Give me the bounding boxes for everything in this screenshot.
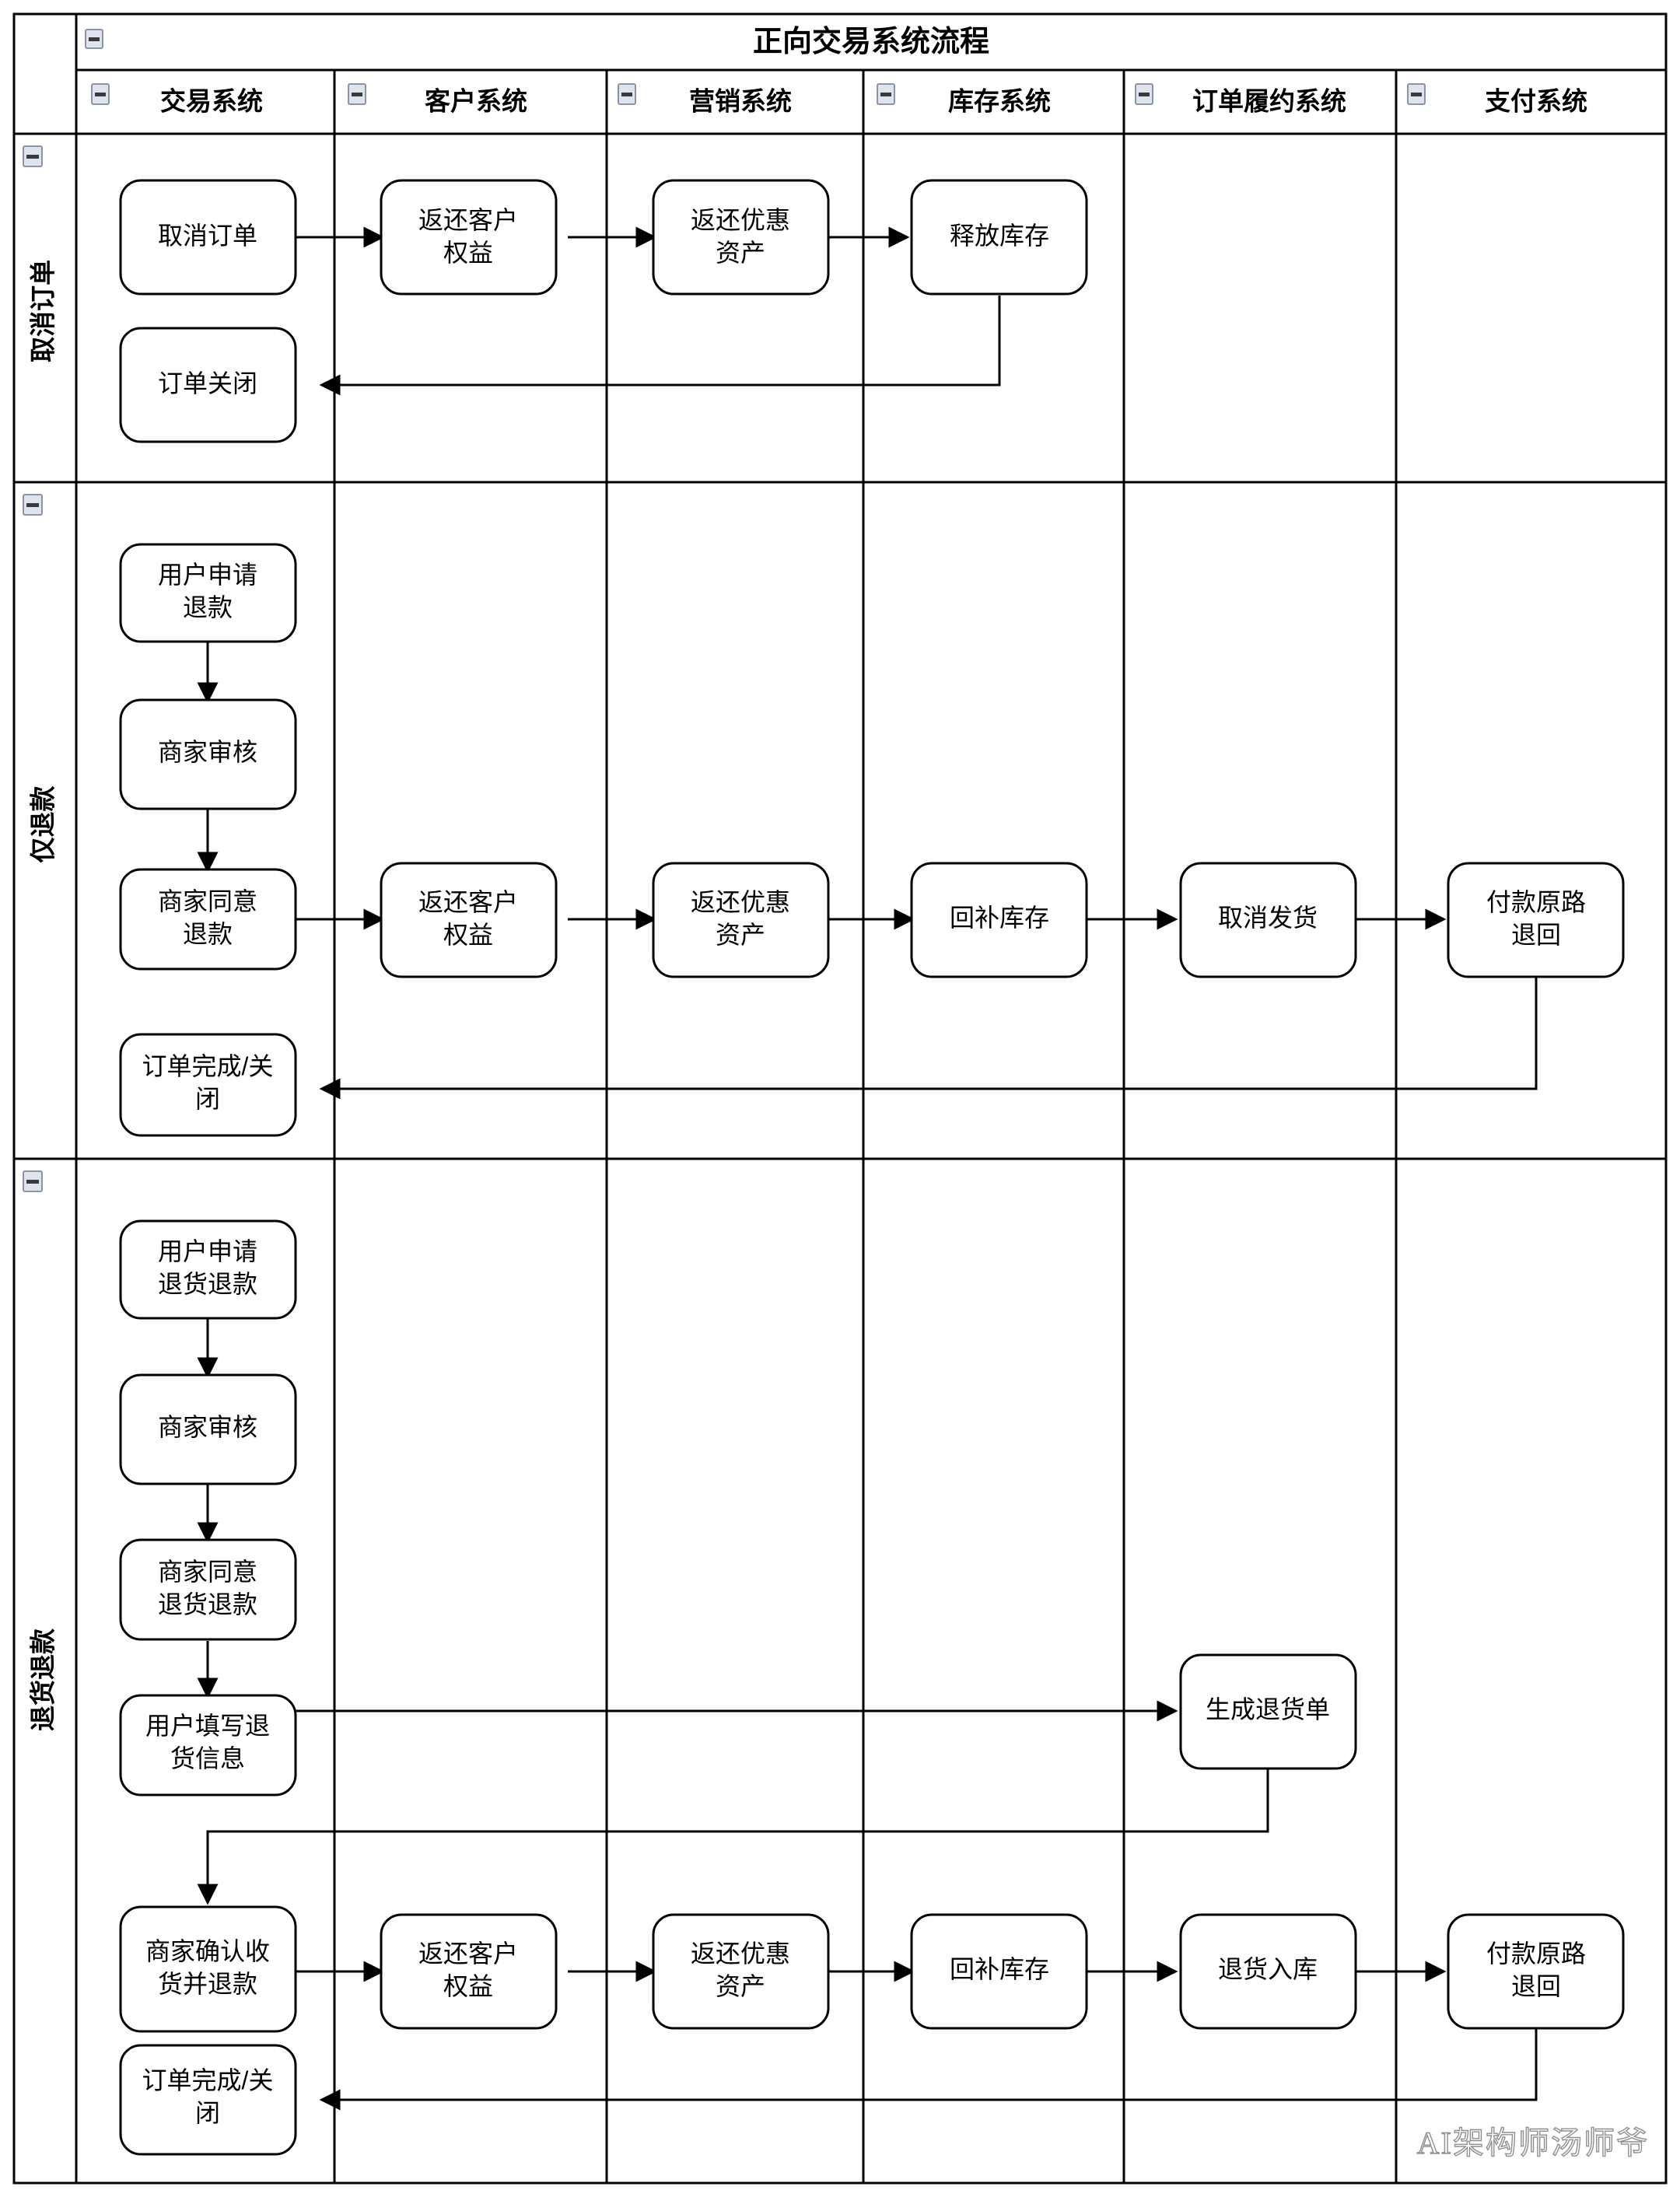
node-return-customer-benefits-2[interactable]: 返还客户权益: [380, 862, 558, 978]
column-header-marketing: 营销系统: [689, 87, 792, 116]
node-order-closed[interactable]: 订单关闭: [119, 327, 297, 443]
lane-header-refund-only[interactable]: 仅退款: [23, 494, 58, 863]
node-order-complete-closed-2[interactable]: 订单完成/关闭: [119, 2044, 297, 2156]
lane-collapse-icon-cancel-order[interactable]: [23, 145, 43, 167]
node-order-complete-closed-1[interactable]: 订单完成/关闭: [119, 1033, 297, 1137]
node-label: 取消发货: [1218, 904, 1318, 932]
node-create-return-order[interactable]: 生成退货单: [1179, 1653, 1357, 1770]
node-label: 商家同意退款: [158, 887, 257, 948]
node-return-customer-benefits-1[interactable]: 返还客户权益: [380, 179, 558, 296]
node-label: 回补库存: [950, 904, 1049, 932]
column-collapse-icon-payment[interactable]: [1407, 83, 1426, 105]
node-return-customer-benefits-3[interactable]: 返还客户权益: [380, 1913, 558, 2030]
node-label: 释放库存: [950, 222, 1049, 250]
node-label: 付款原路退回: [1486, 1940, 1586, 2000]
node-user-request-refund[interactable]: 用户申请退款: [119, 543, 297, 643]
node-label: 用户申请退款: [158, 561, 257, 621]
lane-header-cancel-order[interactable]: 取消订单: [23, 145, 58, 362]
column-collapse-icon-inventory[interactable]: [877, 83, 895, 105]
column-header-inventory: 库存系统: [948, 87, 1051, 116]
node-label: 订单完成/关闭: [142, 1052, 274, 1113]
node-label: 取消订单: [158, 222, 257, 250]
column-collapse-icon-customer[interactable]: [348, 83, 366, 105]
node-merchant-agree-return-refund[interactable]: 商家同意退货退款: [119, 1538, 297, 1641]
node-label: 商家审核: [158, 1413, 257, 1441]
node-merchant-agree-refund[interactable]: 商家同意退款: [119, 868, 297, 971]
edge-n25-n26: [319, 2028, 1538, 2111]
node-restock-inventory-2[interactable]: 回补库存: [910, 1913, 1088, 2030]
node-label: 订单关闭: [158, 369, 257, 397]
lane-header-return-refund[interactable]: 退货退款: [23, 1170, 58, 1731]
node-label: 商家审核: [158, 738, 257, 766]
lane-label-refund-only: 仅退款: [29, 785, 58, 863]
column-header-customer: 客户系统: [425, 87, 527, 116]
pool-frame: [12, 12, 1668, 2185]
node-label: 用户填写退货信息: [145, 1712, 270, 1772]
node-label: 返还优惠资产: [691, 888, 790, 949]
node-label: 返还客户权益: [418, 206, 518, 267]
node-release-inventory[interactable]: 释放库存: [910, 179, 1088, 296]
lane-collapse-icon-return-refund[interactable]: [23, 1170, 43, 1192]
node-label: 商家同意退货退款: [158, 1558, 257, 1618]
lane-label-return-refund: 退货退款: [29, 1628, 58, 1731]
title-collapse-icon[interactable]: [85, 29, 103, 49]
column-collapse-icon-marketing[interactable]: [618, 83, 636, 105]
edge-n13-n14: [319, 977, 1538, 1100]
column-headers: 交易系统 客户系统 营销系统 库存系统 订单履约系统 支付系统: [91, 70, 1587, 2183]
node-merchant-review-1[interactable]: 商家审核: [119, 698, 297, 810]
node-refund-original-route-1[interactable]: 付款原路退回: [1447, 862, 1625, 978]
column-header-fulfillment: 订单履约系统: [1192, 87, 1346, 116]
watermark: AI架构师汤师爷: [1417, 2125, 1649, 2160]
column-header-payment: 支付系统: [1485, 87, 1587, 116]
node-return-promo-assets-1[interactable]: 返还优惠资产: [652, 179, 830, 296]
lane-body-cancel-order: 取消订单 返还客户权益 返还优惠资产 释放库存 订单关闭: [119, 179, 1088, 443]
node-refund-original-route-2[interactable]: 付款原路退回: [1447, 1913, 1625, 2030]
node-return-promo-assets-3[interactable]: 返还优惠资产: [652, 1913, 830, 2030]
node-label: 返还优惠资产: [691, 1940, 790, 2000]
node-label: 返还优惠资产: [691, 206, 790, 267]
column-header-trade: 交易系统: [160, 87, 263, 116]
column-header-band: [75, 68, 1668, 135]
node-user-fill-return-info[interactable]: 用户填写退货信息: [119, 1694, 297, 1796]
lane-collapse-icon-refund-only[interactable]: [23, 494, 43, 516]
node-label: 用户申请退货退款: [158, 1237, 257, 1298]
node-return-to-warehouse[interactable]: 退货入库: [1179, 1913, 1357, 2030]
node-merchant-confirm-receipt-refund[interactable]: 商家确认收货并退款: [119, 1905, 297, 2033]
node-return-promo-assets-2[interactable]: 返还优惠资产: [652, 862, 830, 978]
node-label: 订单完成/关闭: [142, 2066, 274, 2127]
node-label: 返还客户权益: [418, 888, 518, 949]
edge-n19-n20: [197, 1767, 1269, 1905]
node-cancel-order[interactable]: 取消订单: [119, 179, 297, 296]
node-cancel-shipment[interactable]: 取消发货: [1179, 862, 1357, 978]
page-title: 正向交易系统流程: [753, 25, 989, 58]
node-user-request-return-refund[interactable]: 用户申请退货退款: [119, 1219, 297, 1320]
node-label: 商家确认收货并退款: [145, 1937, 270, 1998]
node-label: 生成退货单: [1206, 1695, 1330, 1723]
edge-n4-n5: [319, 296, 1001, 396]
lane-body-return-refund: 用户申请退货退款 商家审核 商家同意退货退款 用户填写退货信息 生成退货单 商家: [119, 1219, 1625, 2156]
column-collapse-icon-trade[interactable]: [91, 83, 110, 105]
lane-separators: [14, 132, 1666, 1160]
node-label: 付款原路退回: [1486, 888, 1586, 949]
column-collapse-icon-fulfillment[interactable]: [1135, 83, 1153, 105]
node-label: 返还客户权益: [418, 1940, 518, 2000]
lane-body-refund-only: 用户申请退款 商家审核 商家同意退款 返还客户权益 返还优惠资产 回补库存: [119, 543, 1625, 1137]
node-restock-inventory-1[interactable]: 回补库存: [910, 862, 1088, 978]
node-label: 回补库存: [950, 1955, 1049, 1983]
node-label: 退货入库: [1218, 1955, 1318, 1983]
node-merchant-review-2[interactable]: 商家审核: [119, 1373, 297, 1485]
lane-label-cancel-order: 取消订单: [29, 260, 58, 362]
